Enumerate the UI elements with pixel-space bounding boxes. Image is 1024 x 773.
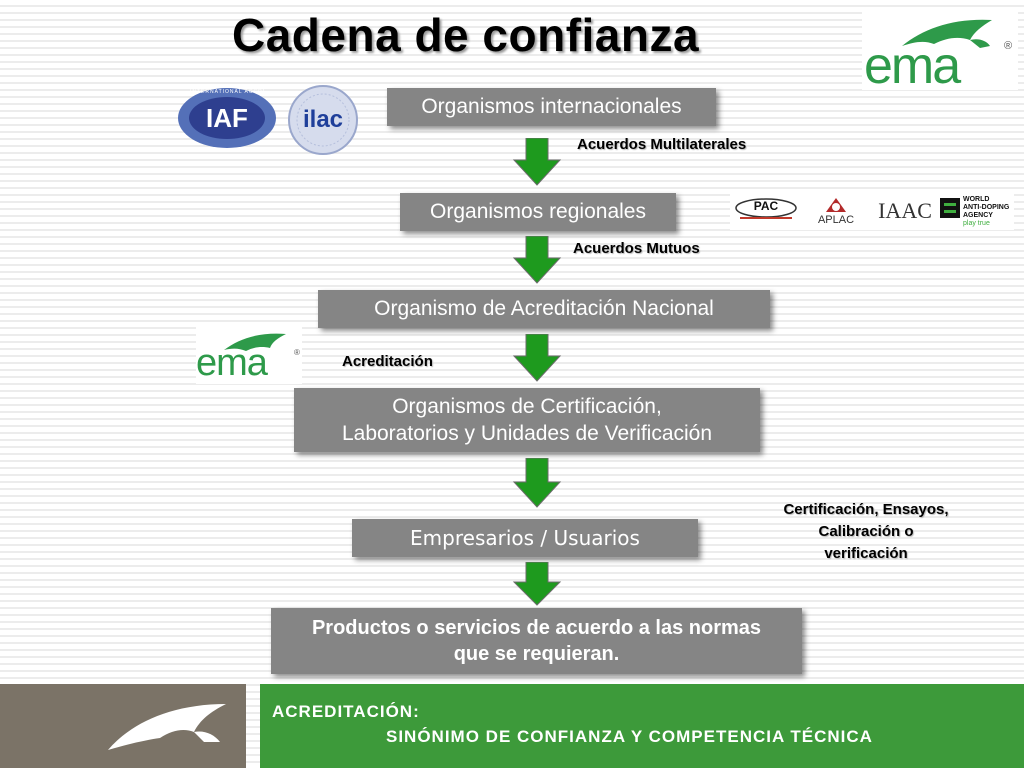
down-arrow-icon: [512, 334, 562, 382]
iaf-logo: INTERNATIONAL ACCREDITATION FORUM IAF: [176, 86, 278, 150]
footer-subheading: SINÓNIMO DE CONFIANZA Y COMPETENCIA TÉCN…: [386, 727, 873, 746]
wada-logo: WORLD ANTI-DOPING AGENCY play true: [940, 196, 1014, 228]
iaac-text: IAAC: [878, 198, 932, 223]
iaf-text: IAF: [206, 103, 248, 133]
box-empresarios-usuarios: Empresarios / Usuarios: [352, 519, 698, 557]
footer-right-panel: [260, 684, 1024, 768]
note-acuerdos-multilaterales: Acuerdos Multilaterales: [577, 136, 747, 153]
box-organismos-certificacion: Organismos de Certificación, Laboratorio…: [294, 388, 760, 452]
down-arrow-icon: [512, 236, 562, 284]
eagle-icon: [902, 19, 992, 48]
ema-wordmark: ema: [196, 342, 268, 384]
down-arrow-icon: [512, 562, 562, 606]
ema-logo-middle: ema ®: [196, 326, 302, 384]
ema-logo-top: ema ®: [862, 10, 1018, 95]
ilac-text: ilac: [302, 106, 344, 133]
eagle-icon: [224, 333, 286, 351]
down-arrow-icon: [512, 458, 562, 508]
eagle-icon: [108, 704, 226, 750]
aplac-text: APLAC: [817, 214, 855, 226]
registered-mark: ®: [294, 348, 300, 357]
iaac-logo: IAAC: [874, 196, 936, 228]
pac-logo: PAC: [734, 196, 798, 228]
footer-heading: ACREDITACIÓN:: [272, 702, 420, 721]
aplac-logo: APLAC: [804, 196, 868, 228]
note-acreditacion: Acreditación: [342, 353, 433, 370]
down-arrow-icon: [512, 138, 562, 186]
box-organismo-acreditacion-nacional: Organismo de Acreditación Nacional: [318, 290, 770, 328]
box-productos-servicios: Productos o servicios de acuerdo a las n…: [271, 608, 802, 674]
page-title: Cadena de confianza: [232, 9, 700, 61]
iaf-ring-text: INTERNATIONAL ACCREDITATION FORUM: [190, 89, 264, 95]
registered-mark: ®: [1004, 40, 1013, 52]
pac-text: PAC: [753, 199, 779, 213]
footer-left-panel: [0, 684, 246, 768]
box-organismos-regionales: Organismos regionales: [400, 193, 676, 231]
note-certificacion: Certificación, Ensayos, Calibración o ve…: [783, 501, 949, 562]
wada-mark-icon: [940, 198, 960, 218]
note-acuerdos-mutuos: Acuerdos Mutuos: [573, 240, 700, 257]
ema-wordmark: ema: [864, 37, 961, 95]
regional-logos: PAC APLAC IAAC WORLD ANTI-DOPING AGENCY …: [730, 194, 1014, 230]
box-organismos-internacionales: Organismos internacionales: [387, 88, 716, 126]
ilac-logo: ilac: [287, 84, 359, 156]
